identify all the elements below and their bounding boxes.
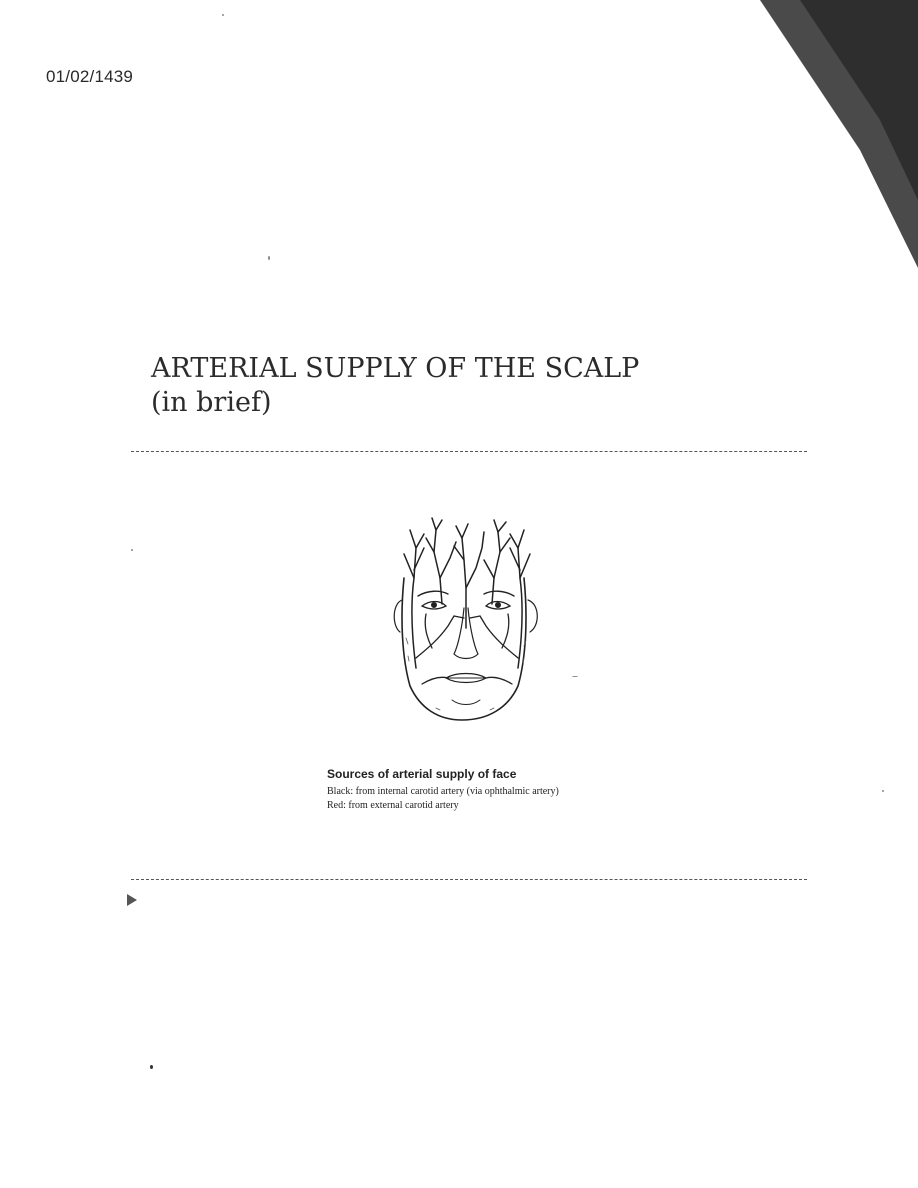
title-main: ARTERIAL SUPPLY OF THE SCALP [151, 353, 640, 384]
face-arterial-illustration [393, 517, 538, 721]
page-title: ARTERIAL SUPPLY OF THE SCALP (in brief) [151, 352, 639, 420]
bottom-divider [131, 879, 807, 880]
caption-black-source: Black: from internal carotid artery (via… [327, 786, 559, 797]
arrow-bullet-icon [127, 894, 137, 906]
scan-speck [131, 549, 133, 551]
top-divider [131, 451, 807, 452]
scan-speck [882, 790, 884, 792]
caption-red-source: Red: from external carotid artery [327, 800, 459, 811]
figure-caption: Sources of arterial supply of face Black… [327, 767, 559, 813]
caption-title: Sources of arterial supply of face [327, 767, 517, 781]
scan-speck [150, 1065, 153, 1069]
title-subtitle: (in brief) [151, 387, 272, 418]
scan-speck [268, 256, 270, 260]
scan-speck [572, 676, 578, 677]
date-stamp: 01/02/1439 [46, 67, 134, 86]
scan-speck [222, 14, 224, 16]
